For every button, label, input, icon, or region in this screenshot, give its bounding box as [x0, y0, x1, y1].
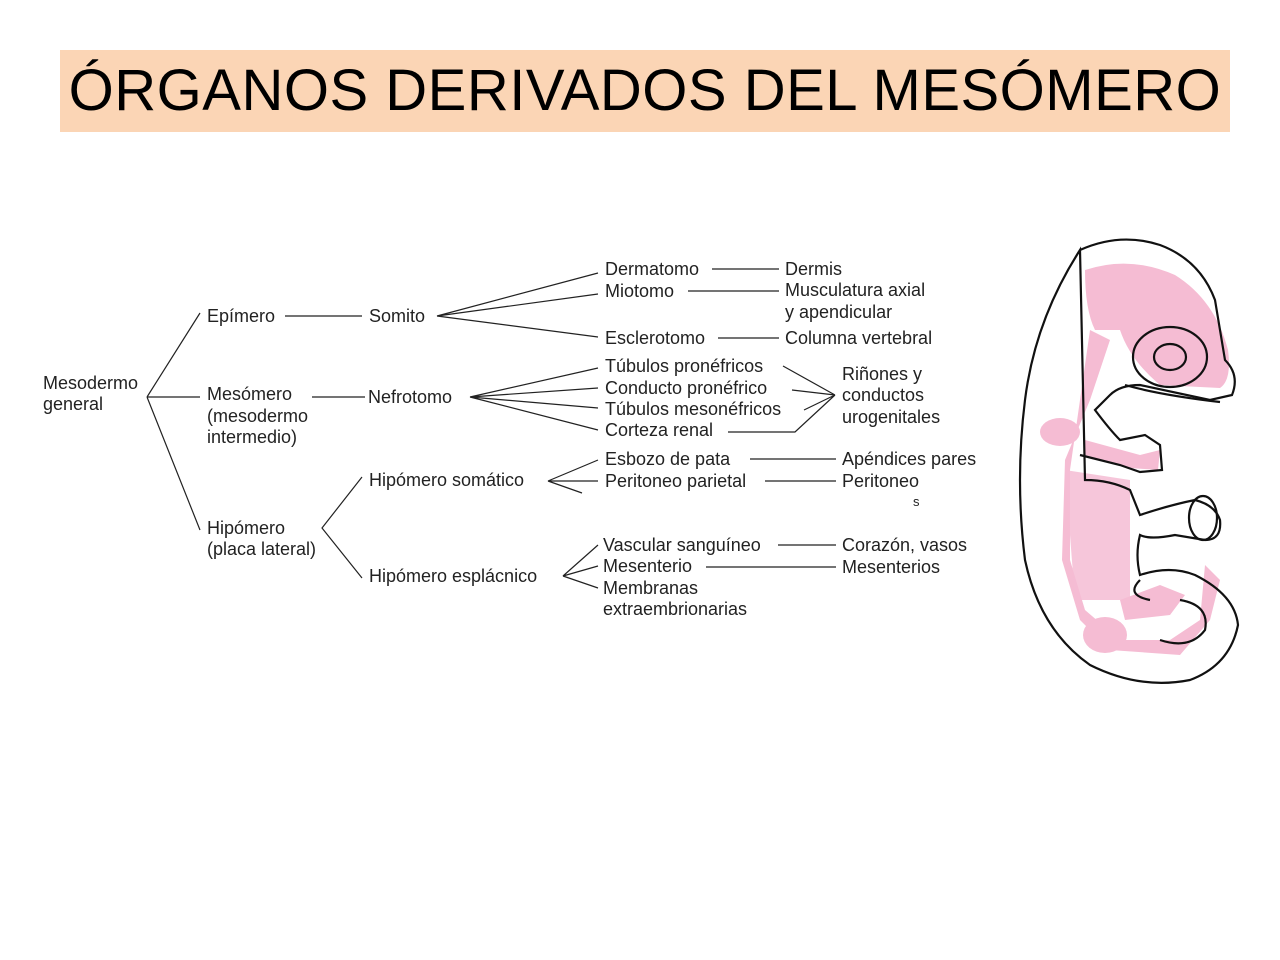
label-nefrotomo: Nefrotomo	[368, 387, 453, 407]
connector-hipomero	[321, 476, 363, 579]
label-musculatura: Musculatura axial	[785, 280, 926, 300]
label-dermatomo: Dermatomo	[605, 259, 700, 279]
embryo-hindlimb	[1120, 585, 1185, 620]
label-peritoneo: Peritoneo	[842, 471, 920, 491]
embryo-dorsal-band	[1062, 330, 1220, 655]
label-hipomero-somatico: Hipómero somático	[369, 470, 525, 490]
embryo-limb-bud-upper	[1040, 418, 1080, 446]
label-corteza-renal: Corteza renal	[605, 420, 714, 440]
label-miotomo: Miotomo	[605, 281, 675, 301]
slide-title: ÓRGANOS DERIVADOS DEL MESÓMERO	[68, 58, 1222, 123]
label-mesomero-3: intermedio)	[207, 427, 298, 447]
label-membranas: Membranas	[603, 578, 699, 598]
embryo-jaw	[1124, 383, 1221, 404]
connector-esplacnico	[562, 544, 599, 589]
embryo-outline	[1018, 238, 1240, 684]
label-urogenitales: urogenitales	[842, 407, 941, 427]
label-columna: Columna vertebral	[785, 328, 933, 348]
label-mesenterio: Mesenterio	[603, 556, 693, 576]
embryo-gut	[1133, 579, 1207, 645]
label-peritoneo-parietal: Peritoneo parietal	[605, 471, 747, 491]
label-general: general	[43, 394, 104, 414]
label-mesomero: Mesómero	[207, 384, 293, 404]
label-hipomero: Hipómero	[207, 518, 286, 538]
label-conducto-pronefrico: Conducto pronéfrico	[605, 378, 768, 398]
label-apendicular: y apendicular	[785, 302, 893, 322]
label-somito: Somito	[369, 306, 426, 326]
label-apendices: Apéndices pares	[842, 449, 977, 469]
label-rinones: Riñones y	[842, 364, 923, 384]
label-epimero: Epímero	[207, 306, 276, 326]
connector-nefrotomo	[469, 367, 599, 431]
label-esclerotomo: Esclerotomo	[605, 328, 706, 348]
label-vascular: Vascular sanguíneo	[603, 535, 761, 555]
title-banner: ÓRGANOS DERIVADOS DEL MESÓMERO	[60, 50, 1230, 132]
label-esbozo-pata: Esbozo de pata	[605, 449, 731, 469]
embryo-eye-outer	[1131, 325, 1209, 389]
embryo-limb-bud-lower	[1083, 617, 1127, 653]
label-mesenterios: Mesenterios	[842, 557, 941, 577]
embryo-eye-inner	[1152, 342, 1188, 372]
label-mesodermo: Mesodermo	[43, 373, 139, 393]
label-tubulos-mesonefricos: Túbulos mesonéfricos	[605, 399, 782, 419]
label-extraembrionarias: extraembrionarias	[603, 599, 748, 619]
embryo-head-region	[1085, 263, 1229, 388]
label-tubulos-pronefricos: Túbulos pronéfricos	[605, 356, 764, 376]
label-fragment: s	[913, 494, 920, 509]
label-conductos: conductos	[842, 385, 925, 405]
label-hipomero-2: (placa lateral)	[207, 539, 317, 559]
embryo-umbilical-stump	[1187, 494, 1219, 542]
label-hipomero-esplacnico: Hipómero esplácnico	[369, 566, 538, 586]
connector-somito	[436, 272, 599, 338]
embryo-ribs	[1065, 470, 1130, 600]
connector-root	[146, 312, 201, 531]
embryo-forelimb	[1085, 440, 1160, 470]
connector-rinones	[728, 365, 836, 433]
label-corazon: Corazón, vasos	[842, 535, 968, 555]
label-dermis: Dermis	[785, 259, 842, 279]
connector-somatico	[547, 459, 599, 494]
label-mesomero-2: (mesodermo	[207, 406, 309, 426]
